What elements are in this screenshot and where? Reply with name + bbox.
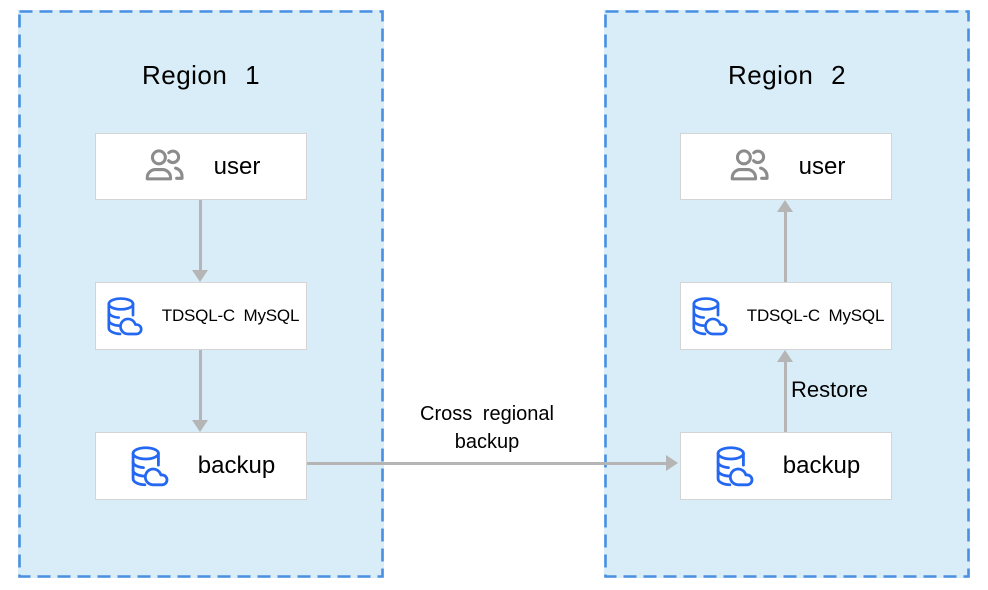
arrow-line — [199, 350, 202, 420]
arrow-head-right — [666, 455, 678, 471]
cloud-database-icon — [688, 295, 731, 338]
restore-label: Restore — [791, 377, 869, 402]
region2-user-node: user — [680, 133, 892, 200]
arrow-head-up — [777, 200, 793, 212]
region2-backup-label: backup — [782, 452, 861, 479]
region-1-title: Region 1 — [141, 60, 261, 90]
region-1-container: Region 1 user TDSQL-C MySQL backup — [18, 10, 384, 578]
region1-user-node: user — [95, 133, 307, 200]
cloud-database-icon — [712, 444, 757, 489]
arrow-line — [307, 462, 667, 465]
region-2-title: Region 2 — [727, 60, 847, 90]
cloud-database-icon — [103, 295, 146, 338]
region-2-container: Region 2 user TDSQL-C MySQL backup — [604, 10, 970, 578]
region2-backup-node: backup — [680, 432, 892, 500]
cross-regional-backup-label: Cross regional backup — [377, 400, 597, 456]
arrow-line — [199, 200, 202, 270]
cloud-database-icon — [127, 444, 172, 489]
cross-label-line1: Cross regional — [420, 403, 554, 425]
region1-backup-label: backup — [197, 452, 276, 479]
arrow-line — [784, 211, 787, 282]
arrow-head-up — [777, 350, 793, 362]
arrow-head-down — [192, 420, 208, 432]
region1-tdsql-label: TDSQL-C MySQL — [161, 306, 300, 325]
cross-label-line2: backup — [454, 431, 520, 453]
arrow-line — [784, 361, 787, 432]
region2-tdsql-label: TDSQL-C MySQL — [746, 306, 885, 325]
region1-tdsql-node: TDSQL-C MySQL — [95, 282, 307, 350]
region2-user-label: user — [798, 152, 846, 180]
region2-tdsql-node: TDSQL-C MySQL — [680, 282, 892, 350]
users-icon — [142, 145, 188, 188]
region1-user-label: user — [213, 152, 261, 180]
arrow-head-down — [192, 270, 208, 282]
users-icon — [727, 145, 773, 188]
region1-backup-node: backup — [95, 432, 307, 500]
